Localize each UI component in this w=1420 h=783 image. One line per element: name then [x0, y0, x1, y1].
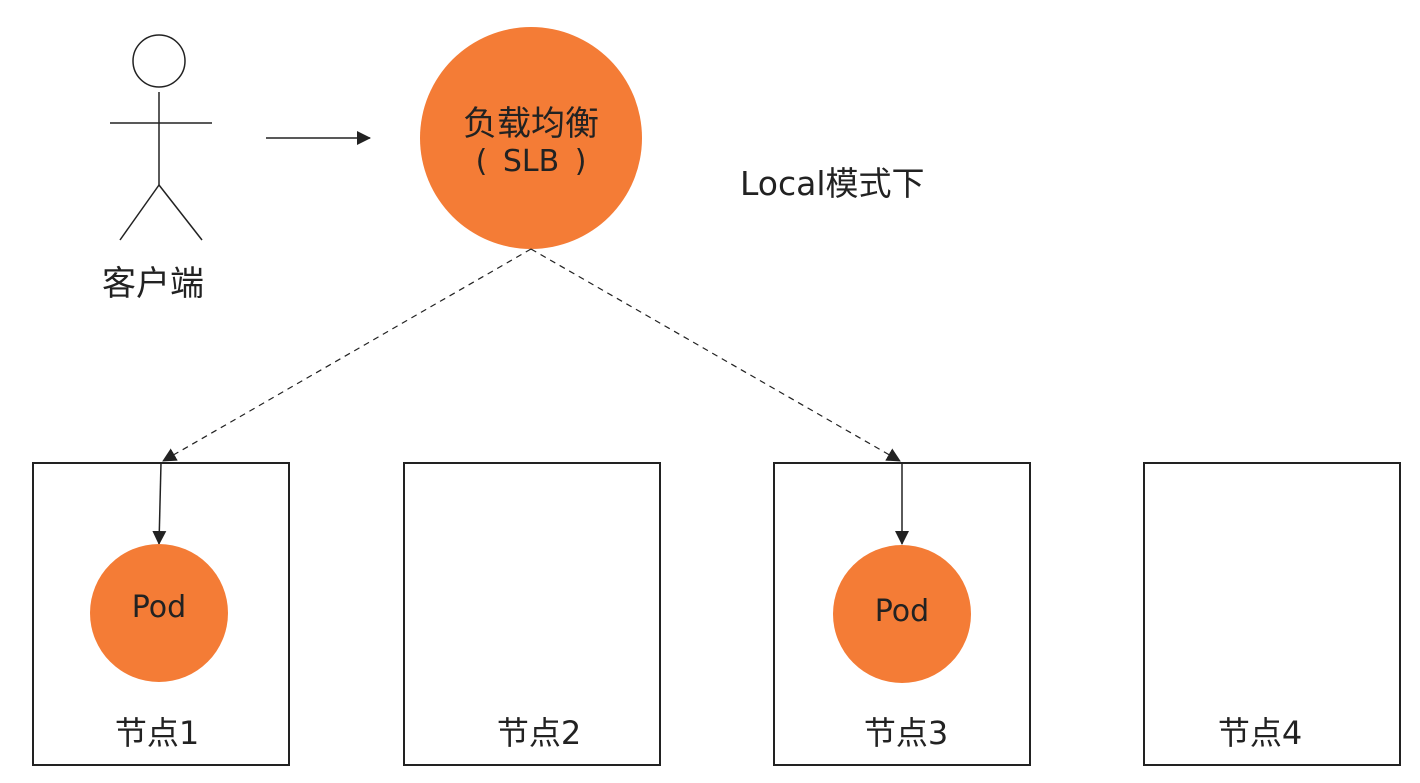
node1-label: 节点1 — [114, 714, 200, 752]
node2-box — [403, 462, 661, 766]
client-label: 客户端 — [102, 264, 204, 304]
node1-pod-circle — [90, 544, 228, 682]
node4-label: 节点4 — [1217, 714, 1303, 752]
client-head — [132, 34, 186, 88]
slb-subtitle: ( SLB ) — [475, 144, 587, 179]
node1-to-pod-arrow — [152, 462, 167, 545]
node3-pod-circle — [833, 545, 971, 683]
client-right-leg — [158, 184, 203, 241]
node3-label: 节点3 — [863, 714, 949, 752]
slb-circle — [420, 27, 642, 249]
node1-pod-label: Pod — [131, 590, 187, 625]
mode-title: Local模式下 — [740, 164, 925, 203]
slb-title: 负载均衡 — [463, 104, 599, 144]
node3-pod-label: Pod — [874, 594, 930, 629]
node2-label: 节点2 — [496, 714, 582, 752]
slb-to-node1-dashed-arrow — [162, 248, 532, 462]
client-stick-figure-icon — [110, 34, 212, 241]
slb-to-node3-dashed-arrow — [530, 248, 901, 462]
node4-box — [1143, 462, 1401, 766]
client-left-leg — [119, 184, 160, 241]
